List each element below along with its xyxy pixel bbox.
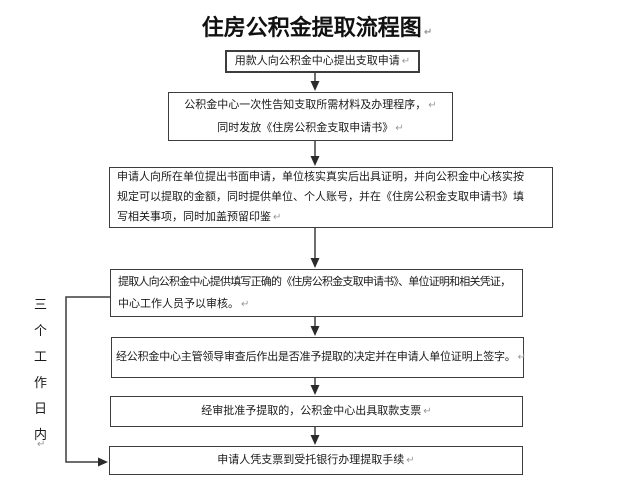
duration-label-char: 日 (33, 401, 47, 416)
step-text: 写相关事项，同时加盖预留印鉴 (117, 211, 271, 223)
return-mark-icon: ↵ (423, 27, 433, 38)
flow-step-4: 提取人向公积金中心提供填写正确的《住房公积金支取申请书》、单位证明和相关凭证， … (110, 269, 523, 317)
step-text: 用款人向公积金中心提出支取申请 (234, 55, 400, 67)
page-title-text: 住房公积金提取流程图 (201, 15, 422, 40)
flow-step-5: 经公积金中心主管领导审查后作出是否准予提取的决定并在申请人单位证明上签字。↵ (111, 337, 526, 378)
flow-step-1: 用款人向公积金中心提出支取申请↵ (225, 50, 420, 73)
arrowhead-step2 (310, 81, 320, 91)
arrowhead-step3 (310, 156, 320, 166)
step-text: 同时发放《住房公积金支取申请书》 (217, 121, 394, 134)
flow-step-7: 申请人凭支票到受托银行办理提取手续↵ (109, 446, 523, 475)
page-title: 住房公积金提取流程图↵ (117, 10, 517, 42)
return-mark-icon: ↵ (517, 352, 526, 363)
duration-label: 三 个 工 作 日 内 (32, 294, 49, 450)
duration-label-char: 个 (33, 323, 47, 338)
return-mark-icon: ↵ (406, 455, 415, 466)
duration-label-char: 作 (33, 375, 47, 390)
arrowhead-bracket-step7 (98, 457, 108, 467)
step-text: 经公积金中心主管领导审查后作出是否准予提取的决定并在申请人单位证明上签字。 (116, 351, 516, 363)
return-mark-icon: ↵ (273, 212, 282, 223)
return-mark-icon: ↵ (395, 122, 404, 134)
flow-step-6: 经审批准予提取的，公积金中心出具取款支票↵ (110, 396, 523, 427)
return-mark-icon: ↵ (428, 99, 437, 111)
return-mark-icon: ↵ (423, 406, 432, 417)
arrowhead-step5 (310, 326, 320, 336)
step-text: 提取人向公积金中心提供填写正确的《住房公积金支取申请书》、单位证明和相关凭证， (118, 275, 511, 288)
flow-step-2: 公积金中心一次性告知支取所需材料及办理程序，↵ 同时发放《住房公积金支取申请书》… (168, 92, 453, 141)
step-text: 中心工作人员予以审核。 (118, 297, 239, 310)
duration-label-char: 内 (33, 427, 47, 442)
step-text: 公积金中心一次性告知支取所需材料及办理程序， (184, 98, 427, 111)
step-text: 经审批准予提取的，公积金中心出具取款支票 (201, 405, 422, 417)
duration-label-char: 工 (33, 349, 47, 364)
flow-step-3: 申请人向所在单位提出书面申请，单位核实真实后出具证明，并向公积金中心核实按 规定… (109, 167, 553, 228)
step-text: 申请人向所在单位提出书面申请，单位核实真实后出具证明，并向公积金中心核实按 (117, 171, 524, 183)
return-mark-icon: ↵ (37, 439, 46, 450)
arrowhead-step4 (310, 258, 320, 268)
return-mark-icon: ↵ (401, 56, 411, 67)
duration-label-char: 三 (33, 297, 47, 312)
step-text: 申请人凭支票到受托银行办理提取手续 (217, 454, 405, 466)
step-text: 规定可以提取的金额，同时提供单位、个人账号，并在《住房公积金支取申请书》填 (117, 191, 524, 203)
return-mark-icon: ↵ (241, 298, 250, 310)
arrowhead-step6 (310, 385, 320, 395)
arrowhead-step7 (310, 435, 320, 445)
duration-bracket-line (65, 296, 110, 463)
